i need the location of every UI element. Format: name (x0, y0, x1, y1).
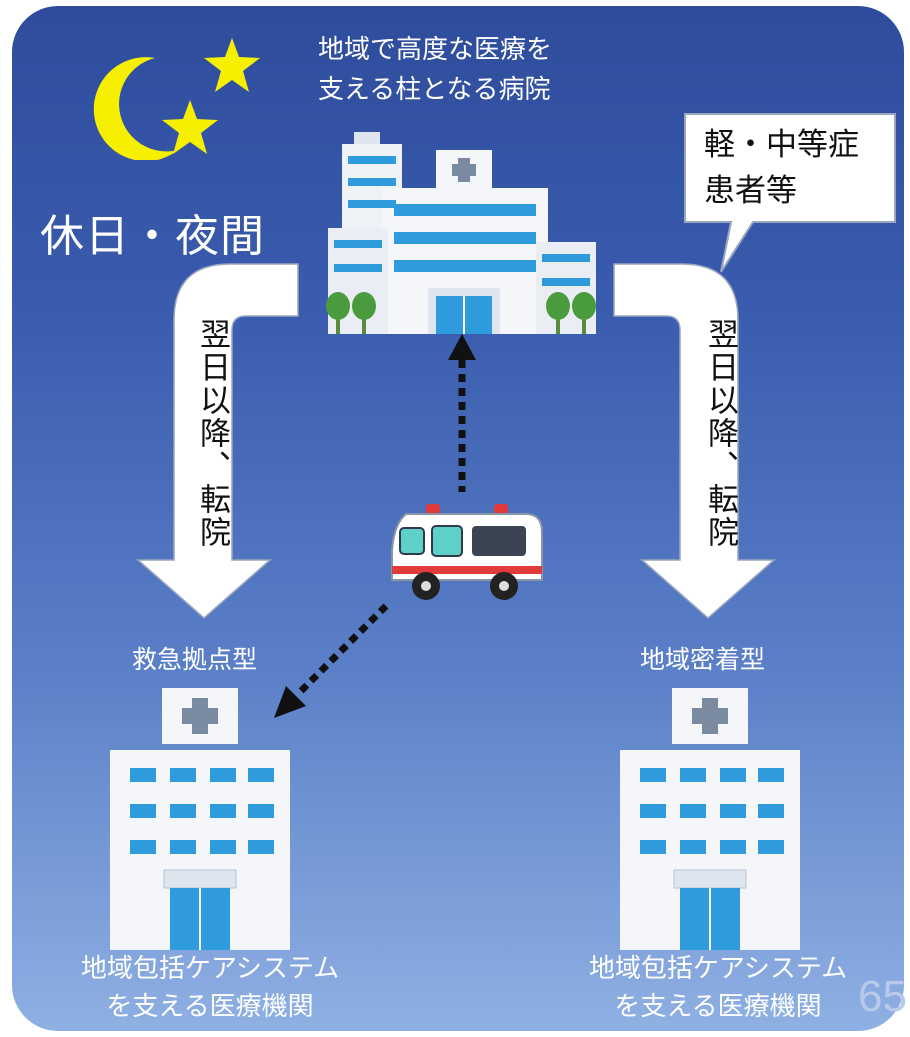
transfer-arrow-right (613, 263, 776, 619)
ambulance-icon (391, 504, 543, 600)
left-hospital-caption-line1: 地域包括ケアシステム (80, 954, 340, 984)
dotted-arrow-down-left (274, 603, 389, 718)
left-hospital-caption-line2: を支える医療機関 (106, 992, 314, 1022)
top-hospital-caption-line1: 地域で高度な医療を (318, 35, 553, 65)
transfer-label-left: 翌日以降、転院 (194, 318, 230, 549)
callout-text: 軽・中等症 患者等 (704, 122, 859, 214)
page-number: 65 (858, 972, 907, 1021)
clinic-building-icon (620, 688, 800, 950)
community-rooted-type-label: 地域密着型 (640, 645, 766, 674)
emergency-hub-type-label: 救急拠点型 (132, 645, 258, 674)
dotted-arrow-up (448, 334, 476, 492)
speech-bubble (684, 113, 896, 273)
right-hospital-caption-line1: 地域包括ケアシステム (588, 954, 848, 984)
star-icon (204, 38, 260, 92)
transfer-label-right: 翌日以降、転院 (702, 318, 738, 549)
transfer-arrow-left (136, 263, 299, 619)
top-hospital-caption-line2: 支える柱となる病院 (318, 75, 551, 105)
clinic-building-icon (110, 688, 290, 950)
left-hospital-caption: 地域包括ケアシステム を支える医療機関 (40, 950, 380, 1026)
top-hospital-caption: 地域で高度な医療を 支える柱となる病院 (318, 30, 552, 110)
right-hospital-caption-line2: を支える医療機関 (614, 992, 822, 1022)
crescent-moon-icon (93, 57, 178, 160)
night-holiday-label: 休日・夜間 (40, 211, 265, 262)
hospital-building-icon (326, 132, 596, 334)
right-hospital-caption: 地域包括ケアシステム を支える医療機関 (548, 950, 888, 1026)
star-icon (162, 100, 218, 154)
callout-line2: 患者等 (704, 173, 797, 209)
callout-line1: 軽・中等症 (704, 127, 859, 163)
